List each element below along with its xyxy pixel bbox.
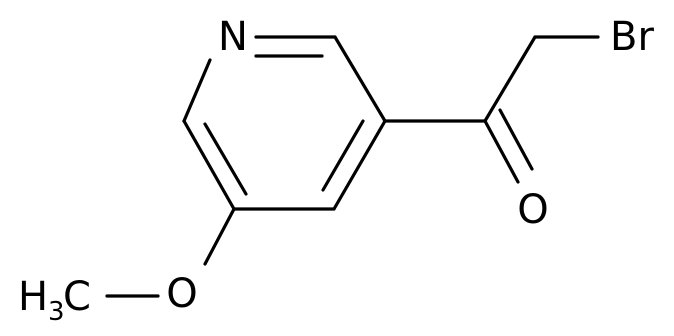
atom-methyl-c: C	[63, 274, 91, 320]
bond-c6-c5-inner	[203, 122, 248, 196]
bond-carbonyl-ch2	[483, 35, 537, 123]
atom-oxygen-carbonyl: O	[517, 187, 548, 233]
bond-carbonyl-o-1	[483, 119, 520, 184]
bond-carbonyl-o-2	[498, 108, 534, 171]
atom-oxygen-ether: O	[166, 271, 197, 317]
bond-c4-c3-inner	[321, 119, 365, 192]
atom-bromine: Br	[610, 14, 654, 60]
bond-n1-c6	[182, 58, 212, 123]
bond-c6-c5	[182, 119, 236, 211]
bond-c4-c3	[332, 119, 387, 211]
bond-c5-o-ether	[203, 207, 236, 266]
atom-methyl-subscript: 3	[48, 297, 65, 327]
atom-methyl-h: H	[18, 274, 48, 320]
atom-nitrogen: N	[218, 14, 248, 60]
bond-c3-c2	[333, 35, 387, 123]
